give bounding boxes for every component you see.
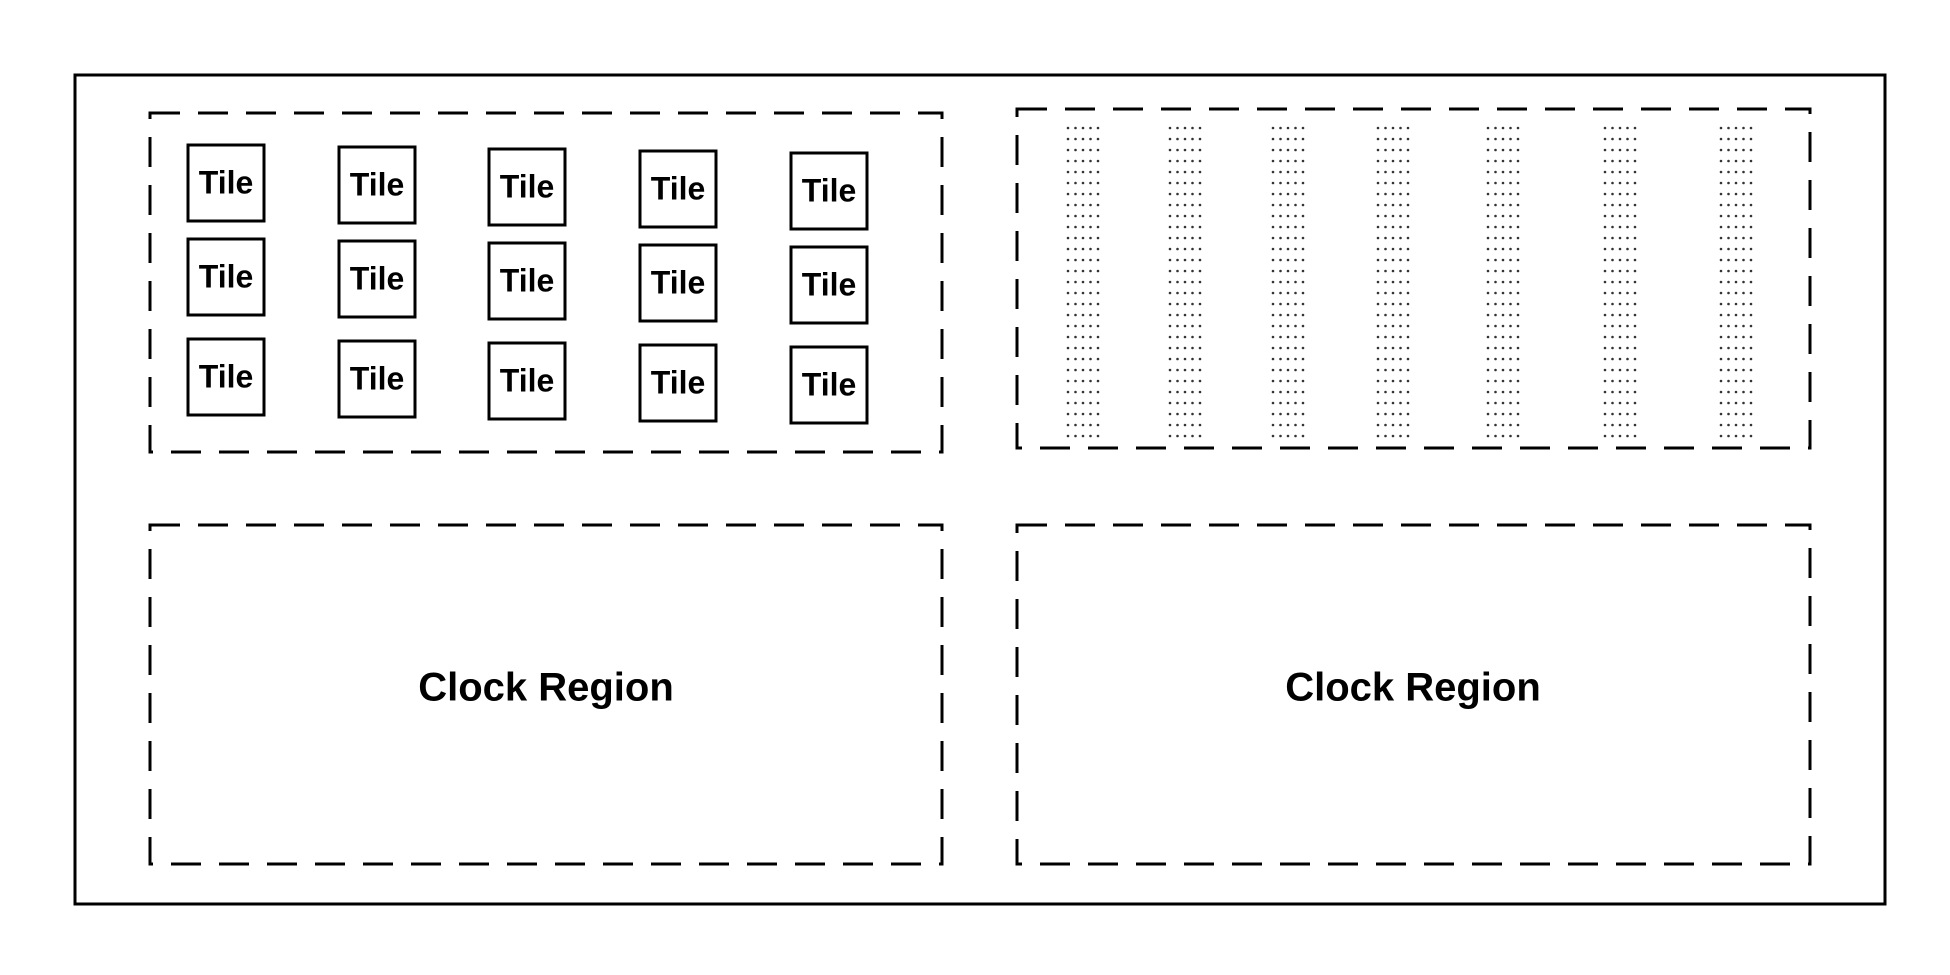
tile-label: Tile: [199, 164, 254, 200]
clock-region-left: Clock Region: [148, 523, 944, 866]
tile-label: Tile: [199, 258, 254, 294]
tile-box: [186, 143, 266, 223]
tile-box: [487, 147, 567, 227]
tile-label: Tile: [199, 358, 254, 394]
tile: Tile: [789, 151, 869, 231]
tile: Tile: [638, 149, 718, 229]
tile: Tile: [789, 245, 869, 325]
tile-label: Tile: [500, 362, 555, 398]
tile-label: Tile: [802, 266, 857, 302]
tile-label: Tile: [500, 262, 555, 298]
tile: Tile: [186, 237, 266, 317]
dotted-column: [1271, 126, 1305, 438]
tile: Tile: [638, 343, 718, 423]
dotted-column: [1376, 126, 1410, 438]
tile-box: [638, 243, 718, 323]
tile-label: Tile: [350, 260, 405, 296]
tile: Tile: [337, 339, 417, 419]
clock-region-right-border: [1015, 523, 1812, 866]
clock-region-right-label: Clock Region: [1285, 666, 1541, 710]
tile-label: Tile: [651, 170, 706, 206]
tile-box: [789, 345, 869, 425]
tile-label: Tile: [350, 360, 405, 396]
tile-box: [337, 145, 417, 225]
clock-region-left-border: [148, 523, 944, 866]
tile-box: [638, 149, 718, 229]
tile-box: [487, 341, 567, 421]
tile-box: [789, 245, 869, 325]
dotted-column: [1603, 126, 1637, 438]
tile: Tile: [337, 239, 417, 319]
tile: Tile: [789, 345, 869, 425]
tile: Tile: [487, 147, 567, 227]
dotted-column: [1066, 126, 1100, 438]
tile-region-border: [148, 111, 944, 454]
tile-box: [186, 337, 266, 417]
tile-label: Tile: [802, 172, 857, 208]
tile-label: Tile: [350, 166, 405, 202]
tile: Tile: [638, 243, 718, 323]
tile: Tile: [487, 241, 567, 321]
clock-region-right: Clock Region: [1015, 523, 1812, 866]
tile-box: [337, 339, 417, 419]
tile: Tile: [186, 143, 266, 223]
tile-box: [638, 343, 718, 423]
dotted-column: [1168, 126, 1202, 438]
clock-region-left-label: Clock Region: [418, 666, 674, 710]
tile-label: Tile: [802, 366, 857, 402]
tile: Tile: [337, 145, 417, 225]
tile-label: Tile: [651, 364, 706, 400]
tile-box: [789, 151, 869, 231]
dotted-column: [1719, 126, 1753, 438]
tile-box: [337, 239, 417, 319]
tile-box: [186, 237, 266, 317]
tile: Tile: [186, 337, 266, 417]
tile-label: Tile: [500, 168, 555, 204]
tile-box: [487, 241, 567, 321]
device-outline: [73, 73, 1887, 906]
dotted-column-grid: [1066, 126, 1753, 438]
dotted-column: [1486, 126, 1520, 438]
column-region: [1015, 107, 1812, 450]
tile: Tile: [487, 341, 567, 421]
column-region-border: [1015, 107, 1812, 450]
tile-label: Tile: [651, 264, 706, 300]
